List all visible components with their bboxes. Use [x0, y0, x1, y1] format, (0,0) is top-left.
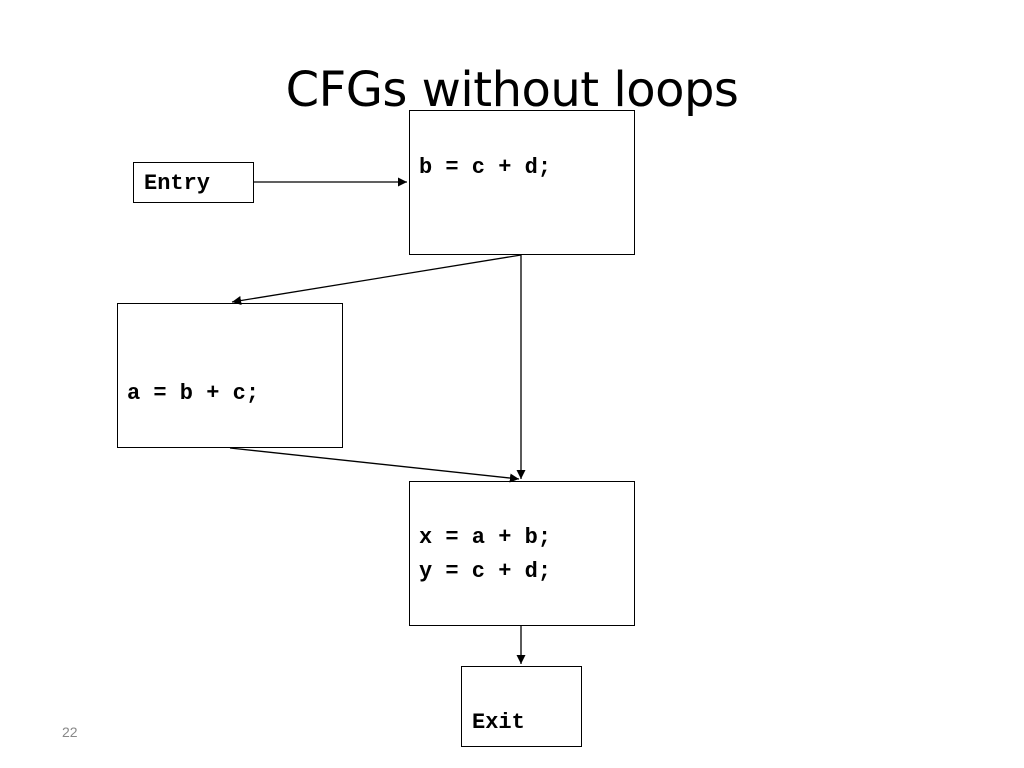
edge-block2-to-block3 [229, 447, 520, 483]
edge-block1-to-block2 [231, 254, 522, 306]
entry-node: Entry [133, 162, 254, 203]
block-a-equals-b-plus-c: a = b + c; [117, 303, 343, 448]
block3-line-1: x = a + b; [419, 525, 552, 550]
exit-label: Exit [472, 710, 525, 735]
block-x-y-assignments: x = a + b; y = c + d; [409, 481, 635, 626]
entry-label: Entry [144, 171, 211, 196]
block3-line-2: y = c + d; [419, 559, 552, 584]
block1-line-1: b = c + d; [419, 155, 552, 180]
slide-number: 22 [62, 724, 78, 740]
slide-title: CFGs without loops [285, 62, 739, 118]
block-b-equals-c-plus-d: b = c + d; [409, 110, 635, 255]
exit-node: Exit [461, 666, 582, 747]
block2-line-1: a = b + c; [127, 381, 260, 406]
